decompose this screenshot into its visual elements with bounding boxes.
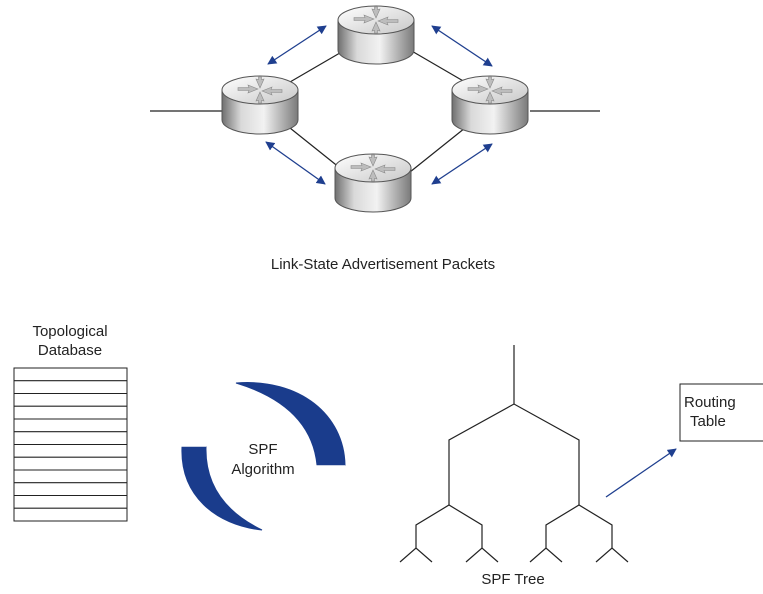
lsa-arrow-top-right xyxy=(431,25,493,67)
lsa-arrows xyxy=(265,25,493,185)
tree-leaf-2 xyxy=(465,547,499,563)
routing-table: Routing Table xyxy=(679,383,763,442)
routing-table-label-line2: Table xyxy=(690,413,726,430)
database-row xyxy=(13,495,128,509)
database-row xyxy=(13,456,128,471)
spf-algorithm: SPF Algorithm xyxy=(181,382,346,531)
network-topology: Link-State Advertisement Packets xyxy=(150,5,600,273)
algorithm-label-line2: Algorithm xyxy=(231,461,294,478)
database-row xyxy=(13,418,128,433)
tree-level1 xyxy=(448,403,580,460)
swoosh-upper-icon xyxy=(235,382,346,466)
tree-right-subtree xyxy=(545,504,613,548)
database-row xyxy=(13,405,128,420)
spf-tree-caption: SPF Tree xyxy=(481,571,544,588)
routing-table-label-line1: Routing xyxy=(684,394,736,411)
lsa-arrow-bottom-right xyxy=(431,143,493,185)
router-left-icon xyxy=(221,75,299,135)
database-row xyxy=(13,469,128,484)
lsa-arrow-left-bottom xyxy=(265,141,326,185)
database-row xyxy=(13,367,128,382)
database-row xyxy=(13,507,128,522)
router-bottom-icon xyxy=(334,153,412,213)
tree-left-subtree xyxy=(415,504,483,548)
tree-leaf-1 xyxy=(399,547,433,563)
tree-leaf-4 xyxy=(595,547,629,563)
tree-leaf-3 xyxy=(529,547,563,563)
database-label-line1: Topological xyxy=(32,323,107,340)
router-top-icon xyxy=(337,5,415,65)
database-row xyxy=(13,393,128,407)
lsa-arrow-left-top xyxy=(267,25,327,65)
database-row xyxy=(13,431,128,445)
database-row xyxy=(13,444,128,458)
topological-database: Topological Database xyxy=(13,323,128,522)
database-row xyxy=(13,380,128,394)
algorithm-label-line1: SPF xyxy=(248,441,277,458)
database-label-line2: Database xyxy=(38,342,102,359)
swoosh-lower-icon xyxy=(181,446,263,531)
database-table xyxy=(13,367,128,522)
tree-to-table-arrow xyxy=(605,448,677,498)
router-right-icon xyxy=(451,75,529,135)
spf-tree xyxy=(399,345,629,563)
link-left-top xyxy=(289,49,346,83)
lsa-caption: Link-State Advertisement Packets xyxy=(271,256,495,273)
routing-table-box xyxy=(679,383,763,442)
database-row xyxy=(13,482,128,496)
link-bottom-right xyxy=(409,127,466,173)
link-top-right xyxy=(409,49,466,83)
